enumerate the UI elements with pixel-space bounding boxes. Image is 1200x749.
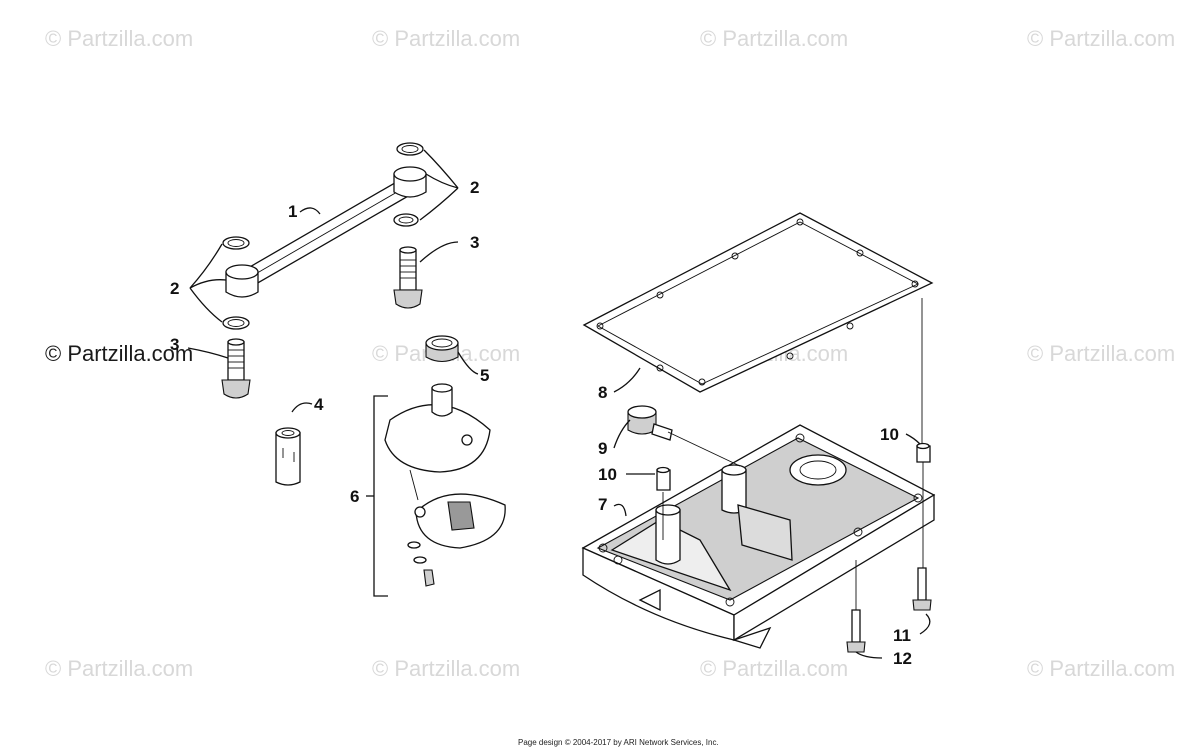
oil-strainer-part [384,383,506,587]
watermark: © Partzilla.com [372,26,521,51]
callout-5: 5 [480,366,490,385]
callout-12: 12 [893,649,912,668]
watermark: © Partzilla.com [45,656,194,681]
callout-3: 3 [170,335,180,354]
oil-pipe-part [225,166,427,298]
watermark: © Partzilla.com [1027,656,1176,681]
callout-8: 8 [598,383,608,402]
watermark-prominent: © Partzilla.com [45,341,194,366]
watermark: © Partzilla.com [45,26,194,51]
callout-2: 2 [170,279,180,298]
callout-3: 3 [470,233,480,252]
drain-plug-part [627,405,673,441]
watermark: © Partzilla.com [1027,26,1176,51]
gasket-part [582,212,934,393]
callout-10: 10 [880,425,899,444]
callout-2: 2 [470,178,480,197]
callout-9: 9 [598,439,608,458]
callout-7: 7 [598,495,608,514]
leader-lines [187,149,931,659]
callout-4: 4 [314,395,324,414]
watermark: © Partzilla.com [1027,341,1176,366]
oil-pan-part [581,424,936,649]
callout-1: 1 [288,202,298,221]
o-ring-parts [222,142,424,330]
watermark: © Partzilla.com [372,656,521,681]
page-footer: Page design © 2004-2017 by ARI Network S… [518,738,719,747]
watermark: © Partzilla.com [700,26,849,51]
cap-part [425,335,459,363]
callout-6: 6 [350,487,360,506]
callout-11: 11 [893,626,911,645]
dowel-pin-parts [656,442,931,491]
callout-10: 10 [598,465,617,484]
banjo-bolt-parts [221,246,423,399]
sleeve-part [275,427,301,486]
pan-bolt-parts [846,567,932,653]
watermark: © Partzilla.com [700,656,849,681]
